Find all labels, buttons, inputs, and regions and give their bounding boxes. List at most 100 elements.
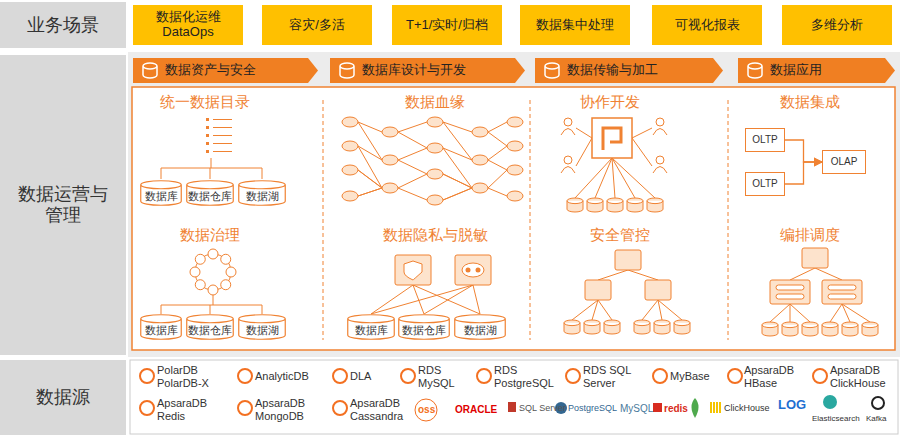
task-pill: [828, 285, 856, 290]
list-bullet: [206, 142, 209, 145]
lineage-node: [507, 117, 523, 127]
leader-line: [161, 305, 162, 314]
leader-line: [213, 119, 232, 120]
mask-eye: [476, 268, 481, 273]
lineage-node: [382, 127, 398, 137]
lineage-node: [342, 117, 358, 127]
section-heading: 统一数据目录: [150, 93, 260, 110]
scenario-box: 多维分析: [782, 5, 892, 45]
leader-line: [830, 304, 842, 322]
capability-panel: [132, 87, 895, 350]
column-divider: [728, 100, 729, 340]
ring-dot: [208, 249, 218, 259]
leader-line: [612, 158, 635, 198]
lineage-node: [382, 183, 398, 193]
lineage-node: [342, 165, 358, 175]
cylinder-outline: [141, 315, 182, 340]
leader-line: [592, 300, 598, 320]
node-text: 数据化运维 DataOps: [141, 10, 235, 40]
node-text: OLAP: [831, 156, 858, 168]
db-node: OLAP: [822, 150, 866, 174]
ring-dot: [190, 267, 200, 277]
privacy-icon-box: [395, 255, 431, 285]
node-text: 数据源: [36, 387, 90, 408]
ring-dot: [208, 285, 218, 295]
leader-line: [210, 305, 211, 314]
leader-line: [213, 143, 232, 144]
source-name: SQL Server: [519, 403, 566, 413]
leader-line: [398, 122, 427, 132]
leader-line: [358, 188, 382, 196]
database-cylinder: 数据湖: [454, 314, 506, 340]
source-name: ClickHouse: [724, 403, 770, 413]
leader-line: [213, 127, 232, 128]
lineage-node: [342, 141, 358, 151]
source-name: ApsaraDB Redis: [157, 397, 217, 422]
leader-line: [358, 122, 382, 160]
database-icon: [782, 322, 798, 336]
leader-line: [262, 168, 263, 179]
cylinder-outline: [399, 315, 450, 339]
node-text: 数据仓库: [188, 324, 232, 336]
section-heading: 数据隐私与脱敏: [355, 226, 515, 243]
column-divider: [323, 100, 324, 340]
database-icon: [647, 198, 663, 212]
lineage-node: [427, 169, 443, 179]
lineage-node: [382, 155, 398, 165]
leader-line: [488, 160, 507, 170]
oss-logo: [415, 399, 437, 421]
source-name: PolarDB PolarDB-X: [157, 364, 219, 389]
leader-line: [398, 160, 427, 174]
stage-banner: 数据资产与安全: [133, 58, 318, 83]
database-cylinder: 数据仓库: [398, 314, 450, 340]
database-cylinder: 数据库: [140, 314, 182, 340]
stage-banner: 数据传输与加工: [535, 58, 723, 83]
clickhouse-logo: [716, 402, 718, 413]
section-label: 数据源: [0, 360, 126, 435]
leader-line: [211, 158, 212, 168]
leader-line: [424, 285, 473, 314]
leader-line: [398, 174, 427, 188]
database-cylinder: 数据仓库: [186, 180, 234, 206]
leader-line: [790, 304, 810, 322]
source-name: ApsaraDB MongoDB: [255, 397, 317, 422]
leader-line: [443, 188, 472, 200]
lineage-node: [507, 141, 523, 151]
section-heading: 数据集成: [760, 93, 860, 110]
leader-line: [612, 158, 655, 198]
database-cylinder: 数据湖: [238, 314, 286, 340]
database-icon: [587, 198, 603, 212]
clickhouse-logo: [710, 402, 712, 413]
database-icon: [627, 198, 643, 212]
leader-line: [358, 146, 382, 188]
security-box: [645, 280, 671, 300]
database-icon: [674, 320, 690, 334]
source-name: RDS PostgreSQL: [494, 364, 564, 389]
leader-line: [262, 305, 263, 314]
task-pill: [828, 294, 856, 299]
leader-line: [815, 268, 842, 280]
product-logo: [566, 369, 580, 383]
leader-line: [443, 148, 472, 188]
product-logo: [653, 369, 667, 383]
schedule-box: [822, 280, 862, 304]
sqlserver-logo: [508, 402, 516, 412]
source-name: Elasticsearch: [812, 414, 860, 423]
product-logo: [728, 369, 742, 383]
leader-line: [488, 170, 507, 188]
database-icon: [654, 320, 670, 334]
leader-line: [443, 174, 472, 188]
node-text: 数据传输与加工: [567, 63, 658, 78]
task-pill: [776, 294, 804, 299]
database-icon: [564, 320, 580, 334]
source-name: ORACLE: [455, 404, 497, 416]
redis-logo: [653, 403, 662, 412]
db-node: OLTP: [745, 128, 785, 152]
leader-line: [576, 128, 592, 138]
database-icon: [567, 198, 583, 212]
database-icon: [862, 322, 878, 336]
cylinder-outline: [348, 315, 395, 340]
database-icon: [604, 320, 620, 334]
lineage-node: [342, 191, 358, 201]
